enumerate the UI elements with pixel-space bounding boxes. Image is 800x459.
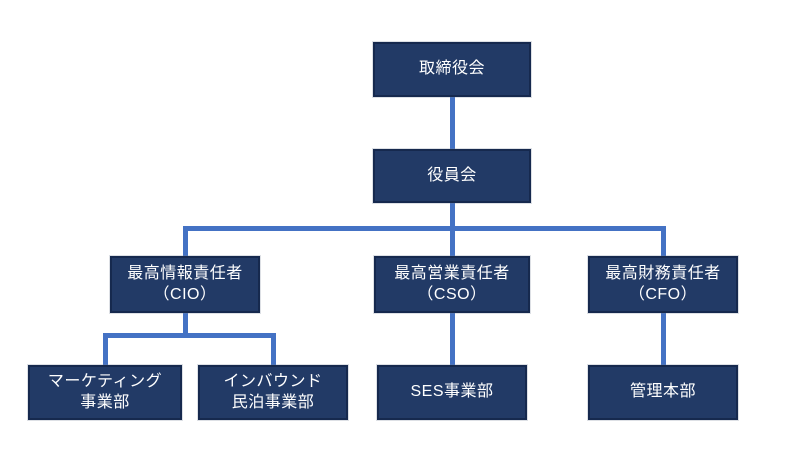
org-node-board-of-directors: 取締役会 (373, 42, 531, 97)
connector-cio-stem (183, 313, 188, 338)
org-node-inbound-minpaku-division: インバウンド 民泊事業部 (198, 365, 348, 420)
connector-drop-cio (183, 226, 188, 256)
connector-cfo-admin (661, 313, 666, 365)
connector-drop-inbound (271, 333, 276, 365)
connector-cso-ses (450, 313, 455, 365)
connector-board-executive (450, 97, 455, 149)
connector-drop-marketing (103, 333, 108, 365)
org-node-cfo: 最高財務責任者 （CFO） (588, 256, 738, 313)
org-node-executive-committee: 役員会 (373, 149, 531, 203)
connector-executive-stem (450, 203, 455, 231)
connector-drop-cfo (661, 226, 666, 256)
connector-cio-children-bar (103, 333, 275, 338)
org-node-admin-headquarters: 管理本部 (588, 365, 738, 420)
org-node-ses-division: SES事業部 (377, 365, 527, 420)
connector-drop-cso (450, 226, 455, 256)
org-node-marketing-division: マーケティング 事業部 (28, 365, 182, 420)
connector-level3-bar (183, 226, 665, 231)
org-node-cso: 最高営業責任者 （CSO） (374, 256, 530, 313)
org-node-cio: 最高情報責任者 （CIO） (110, 256, 260, 313)
